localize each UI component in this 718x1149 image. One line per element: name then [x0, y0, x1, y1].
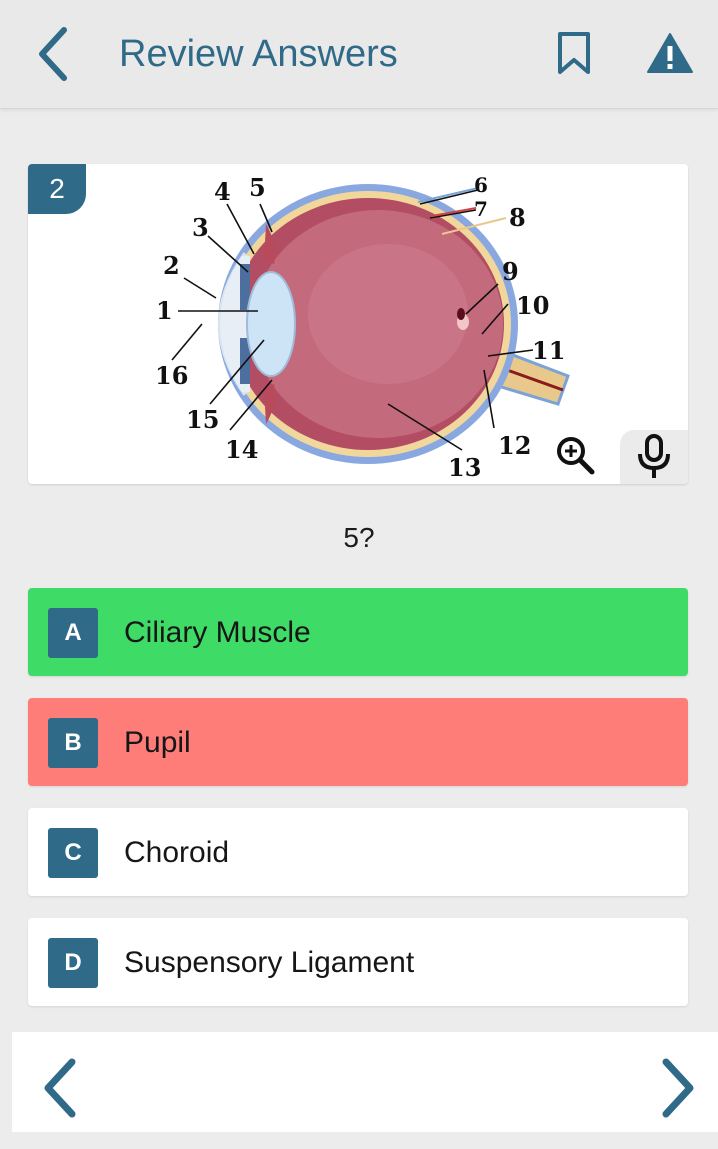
report-button[interactable]: [644, 28, 696, 78]
diagram-label-7: 7: [474, 197, 488, 221]
chevron-left-icon: [39, 27, 67, 81]
chevron-left-icon: [44, 1058, 76, 1118]
answer-option-a[interactable]: A Ciliary Muscle: [28, 588, 688, 676]
diagram-label-1: 1: [156, 296, 173, 325]
diagram-label-16: 16: [155, 361, 188, 390]
diagram-label-6: 6: [474, 173, 488, 197]
diagram-label-12: 12: [498, 431, 531, 460]
question-text: 5?: [343, 522, 375, 553]
back-button[interactable]: [30, 24, 80, 84]
microphone-icon: [638, 434, 670, 478]
diagram-label-14: 14: [225, 435, 258, 464]
microphone-button[interactable]: [620, 430, 688, 484]
chevron-right-icon: [662, 1058, 694, 1118]
diagram-label-5: 5: [249, 173, 266, 202]
page-title: Review Answers: [119, 33, 398, 75]
question-number-badge: 2: [28, 164, 86, 214]
option-letter: A: [48, 608, 98, 658]
diagram-label-4: 4: [214, 177, 231, 206]
zoom-button[interactable]: [554, 434, 598, 478]
diagram-label-3: 3: [192, 213, 209, 242]
option-letter: D: [48, 938, 98, 988]
question-image-card: 1 2 3 4 5 6 7 8 9 10 11 12 13 14 15 16 2: [28, 164, 688, 484]
option-letter: B: [48, 718, 98, 768]
diagram-label-15: 15: [186, 405, 219, 434]
diagram-label-13: 13: [448, 453, 481, 482]
diagram-label-8: 8: [509, 203, 526, 232]
option-text: Pupil: [124, 726, 191, 759]
option-text: Suspensory Ligament: [124, 946, 415, 979]
answer-option-c[interactable]: C Choroid: [28, 808, 688, 896]
zoom-in-icon: [557, 437, 595, 475]
diagram-label-11: 11: [532, 336, 565, 365]
diagram-label-2: 2: [163, 251, 180, 280]
option-text: Ciliary Muscle: [124, 616, 311, 649]
option-letter: C: [48, 828, 98, 878]
bookmark-icon: [558, 32, 590, 74]
next-question-button[interactable]: [652, 1056, 702, 1120]
option-text: Choroid: [124, 836, 230, 869]
warning-icon: [647, 33, 693, 73]
answer-option-d[interactable]: D Suspensory Ligament: [28, 918, 688, 1006]
previous-question-button[interactable]: [36, 1056, 86, 1120]
eye-diagram: 1 2 3 4 5 6 7 8 9 10 11 12 13 14 15 16: [155, 173, 570, 482]
diagram-label-9: 9: [502, 257, 519, 286]
footer-navigation: [12, 1032, 718, 1132]
bookmark-button[interactable]: [552, 28, 596, 78]
diagram-label-10: 10: [516, 291, 549, 320]
app-header: Review Answers: [0, 0, 718, 109]
answer-option-b[interactable]: B Pupil: [28, 698, 688, 786]
